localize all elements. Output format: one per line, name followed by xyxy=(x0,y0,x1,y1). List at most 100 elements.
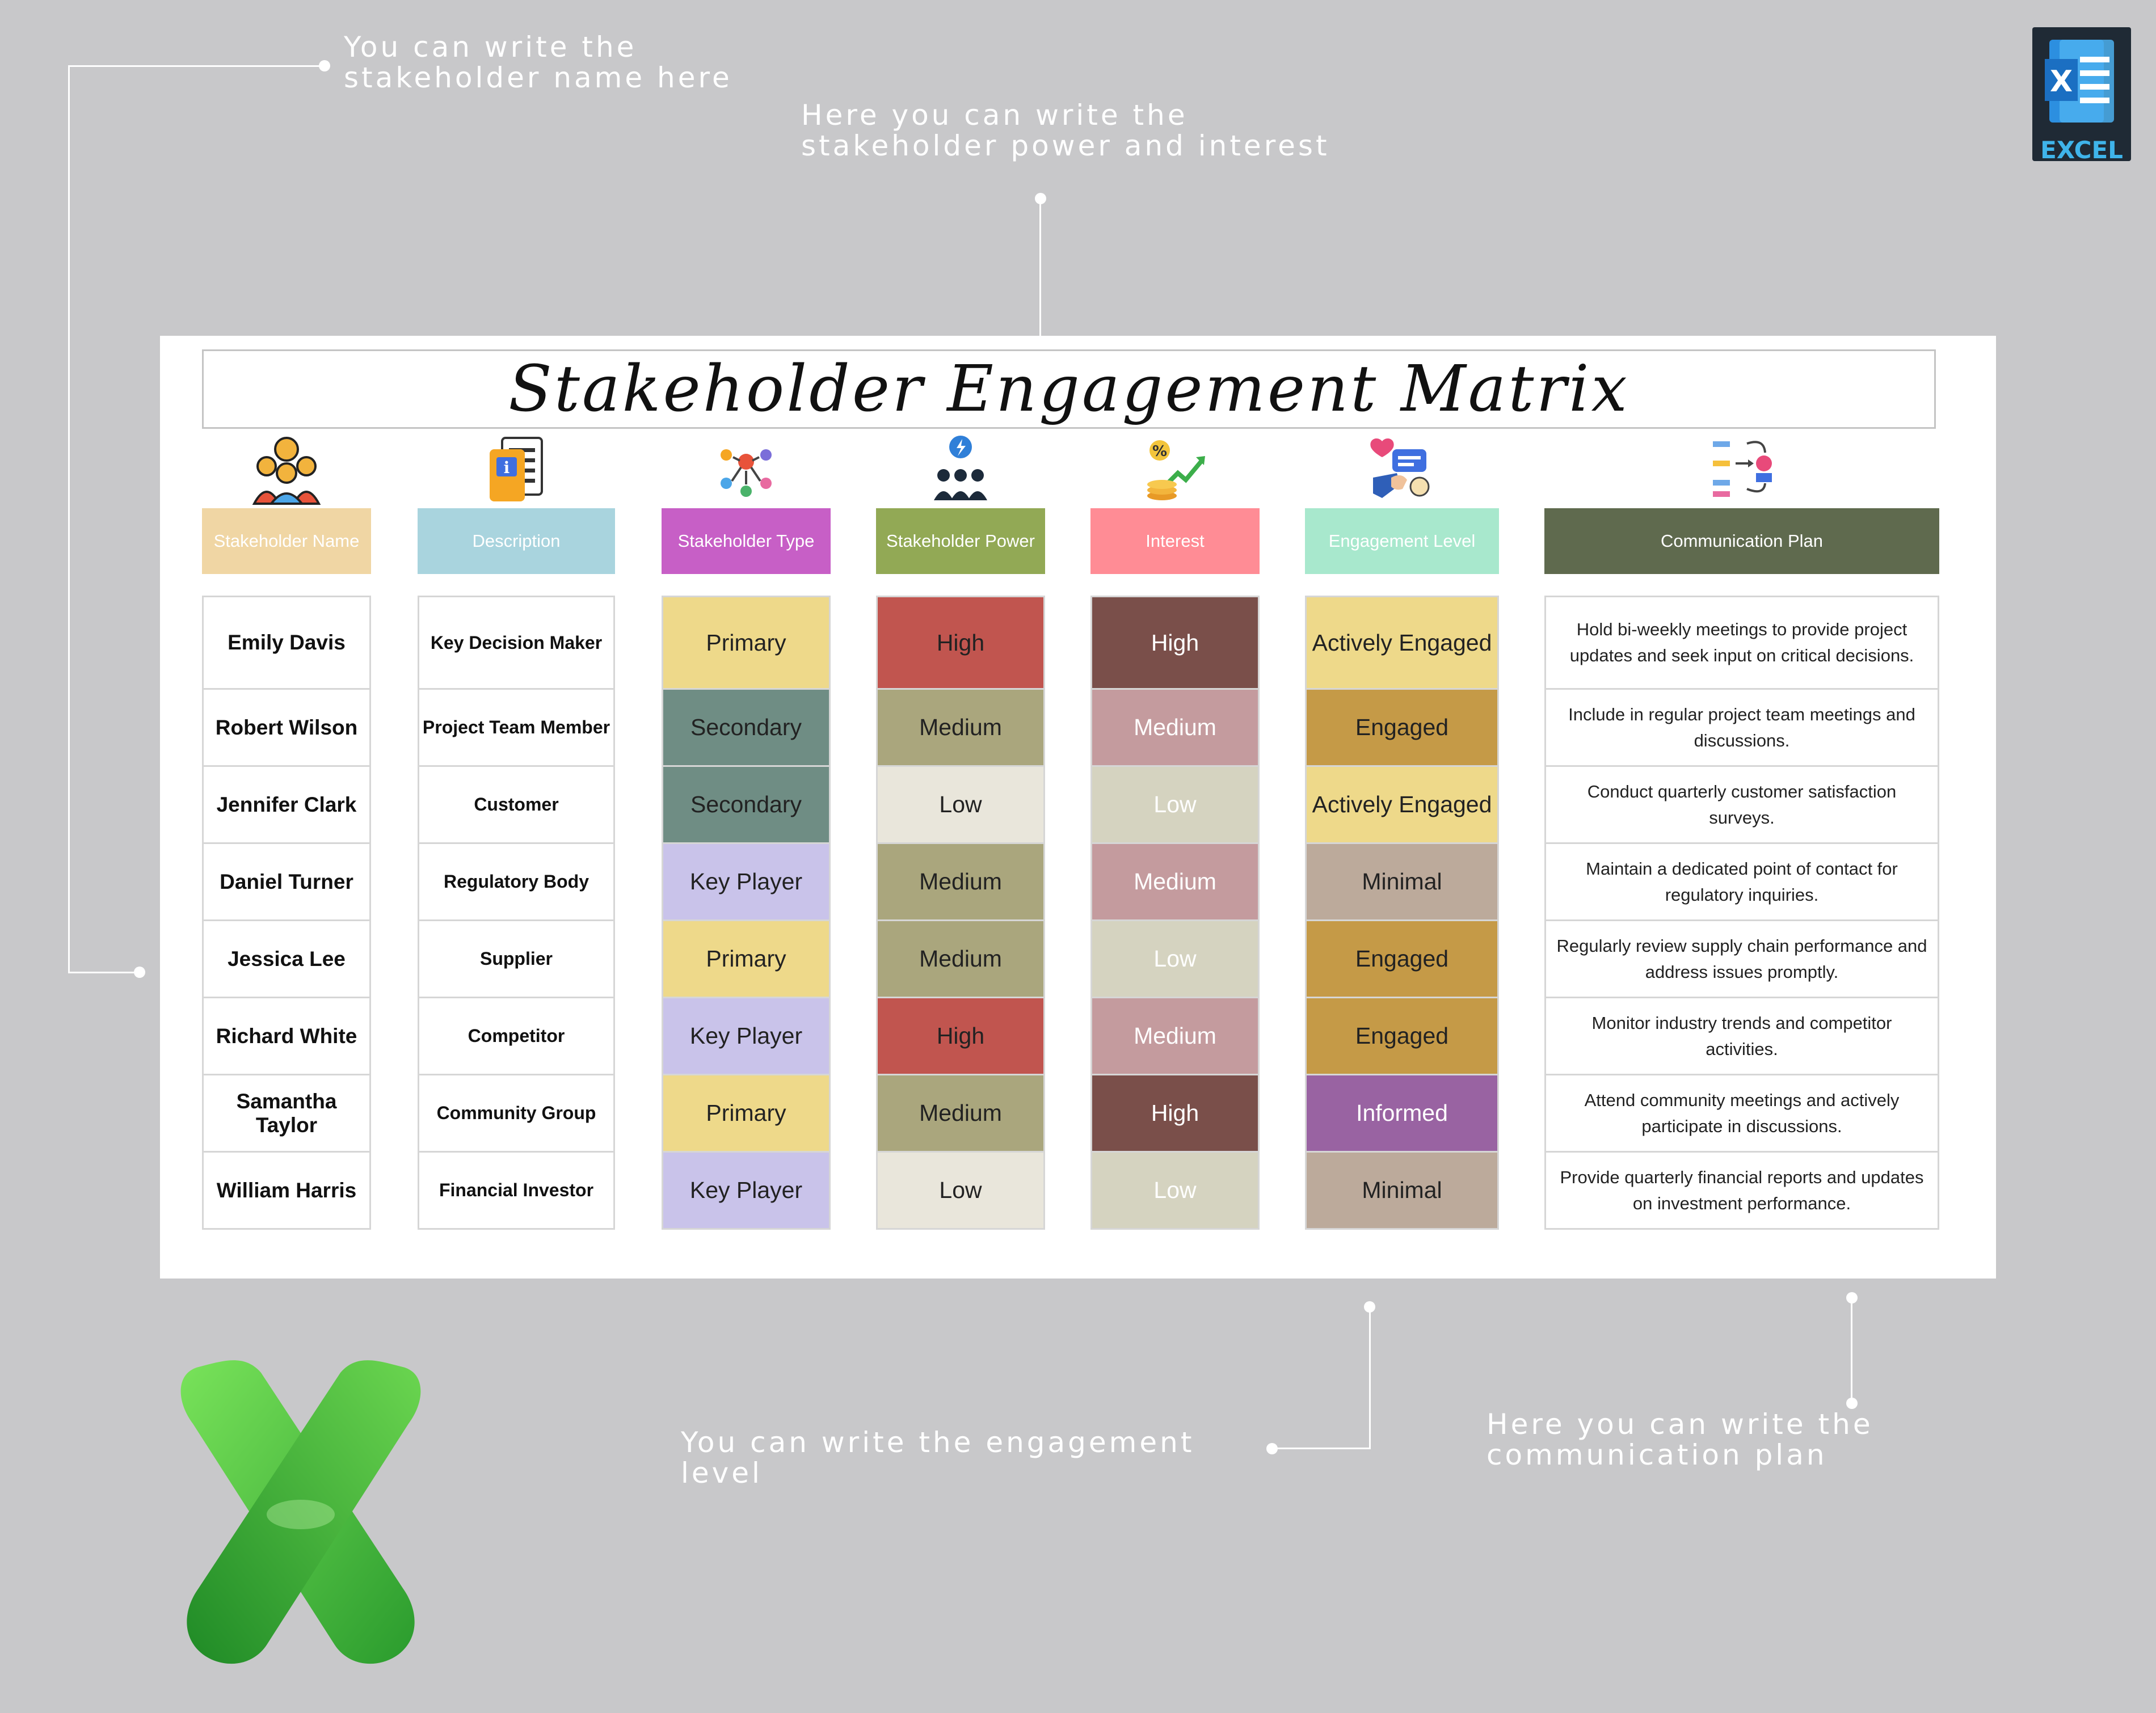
matrix-title: Stakeholder Engagement Matrix xyxy=(202,349,1936,429)
interest-cell[interactable]: Low xyxy=(1090,767,1260,844)
info-document-icon: i xyxy=(418,432,615,506)
power-cell[interactable]: Medium xyxy=(876,921,1045,998)
engagement-cell[interactable]: Minimal xyxy=(1305,844,1499,921)
excel-badge-letter: X xyxy=(2050,65,2073,99)
engagement-cell[interactable]: Engaged xyxy=(1305,998,1499,1075)
interest-cell[interactable]: Medium xyxy=(1090,690,1260,767)
plan-cell[interactable]: Regularly review supply chain performanc… xyxy=(1544,921,1939,998)
engagement-cell[interactable]: Actively Engaged xyxy=(1305,767,1499,844)
power-cell[interactable]: Low xyxy=(876,767,1045,844)
description-cell[interactable]: Project Team Member xyxy=(418,690,615,767)
name-leader-vertical xyxy=(68,65,70,973)
name-cell[interactable]: Robert Wilson xyxy=(202,690,371,767)
type-cell[interactable]: Primary xyxy=(662,596,831,690)
type-cell[interactable]: Key Player xyxy=(662,844,831,921)
plan-cell[interactable]: Conduct quarterly customer satisfaction … xyxy=(1544,767,1939,844)
type-cell[interactable]: Secondary xyxy=(662,767,831,844)
interest-cell[interactable]: Low xyxy=(1090,921,1260,998)
description-cell[interactable]: Regulatory Body xyxy=(418,844,615,921)
svg-text:%: % xyxy=(1152,443,1167,460)
plan-cell[interactable]: Monitor industry trends and competitor a… xyxy=(1544,998,1939,1075)
communication-flow-icon xyxy=(1544,432,1939,506)
power-cell[interactable]: Low xyxy=(876,1153,1045,1230)
interest-cell[interactable]: High xyxy=(1090,1075,1260,1153)
communication-leader xyxy=(1851,1298,1852,1403)
power-cell[interactable]: High xyxy=(876,998,1045,1075)
power-cell[interactable]: Medium xyxy=(876,690,1045,767)
svg-text:i: i xyxy=(504,458,510,477)
engagement-leader-v xyxy=(1369,1306,1371,1449)
plan-cell[interactable]: Include in regular project team meetings… xyxy=(1544,690,1939,767)
name-cell[interactable]: Emily Davis xyxy=(202,596,371,690)
name-cell[interactable]: Jessica Lee xyxy=(202,921,371,998)
excel-x-logo xyxy=(180,1360,421,1664)
power-interest-annotation: Here you can write the stakeholder power… xyxy=(801,99,1330,162)
plan-cells: Hold bi-weekly meetings to provide proje… xyxy=(1544,596,1939,1230)
description-cell[interactable]: Key Decision Maker xyxy=(418,596,615,690)
communication-annotation: Here you can write the communication pla… xyxy=(1487,1408,1873,1471)
type-cell[interactable]: Primary xyxy=(662,921,831,998)
description-cell[interactable]: Competitor xyxy=(418,998,615,1075)
type-cell[interactable]: Primary xyxy=(662,1075,831,1153)
power-cell[interactable]: Medium xyxy=(876,1075,1045,1153)
header-communication-plan: Communication Plan xyxy=(1544,508,1939,574)
engagement-cell[interactable]: Informed xyxy=(1305,1075,1499,1153)
power-cell[interactable]: High xyxy=(876,596,1045,690)
name-leader-top xyxy=(68,65,325,67)
header-stakeholder-type: Stakeholder Type xyxy=(662,508,831,574)
network-icon xyxy=(662,432,831,506)
engagement-chat-icon xyxy=(1305,432,1499,506)
interest-cell[interactable]: High xyxy=(1090,596,1260,690)
plan-cell[interactable]: Attend community meetings and actively p… xyxy=(1544,1075,1939,1153)
engagement-cell[interactable]: Engaged xyxy=(1305,690,1499,767)
header-stakeholder-name: Stakeholder Name xyxy=(202,508,371,574)
excel-badge: X EXCEL xyxy=(2032,27,2131,164)
engagement-cell[interactable]: Engaged xyxy=(1305,921,1499,998)
name-annotation-dot xyxy=(319,60,330,71)
matrix-card: Stakeholder Engagement Matrix Stakeholde… xyxy=(160,336,1996,1279)
name-cell[interactable]: Richard White xyxy=(202,998,371,1075)
engagement-annotation: You can write the engagement level xyxy=(681,1426,1195,1490)
plan-cell[interactable]: Maintain a dedicated point of contact fo… xyxy=(1544,844,1939,921)
excel-doc-icon: X xyxy=(2045,40,2114,123)
people-group-icon xyxy=(202,432,371,506)
name-cell[interactable]: Samantha Taylor xyxy=(202,1075,371,1153)
name-cell[interactable]: William Harris xyxy=(202,1153,371,1230)
type-cell[interactable]: Key Player xyxy=(662,1153,831,1230)
engagement-leader-h xyxy=(1271,1448,1371,1449)
header-interest: Interest xyxy=(1090,508,1260,574)
name-annotation: You can write the stakeholder name here xyxy=(344,31,732,94)
excel-badge-label: EXCEL xyxy=(2040,136,2123,164)
name-leader-dot xyxy=(134,967,145,978)
interest-growth-icon: % xyxy=(1090,432,1260,506)
name-cell[interactable]: Daniel Turner xyxy=(202,844,371,921)
type-cell[interactable]: Secondary xyxy=(662,690,831,767)
name-cell[interactable]: Jennifer Clark xyxy=(202,767,371,844)
engagement-cell[interactable]: Minimal xyxy=(1305,1153,1499,1230)
description-cell[interactable]: Customer xyxy=(418,767,615,844)
header-engagement-level: Engagement Level xyxy=(1305,508,1499,574)
communication-dot-bottom xyxy=(1846,1398,1858,1409)
engagement-cell[interactable]: Actively Engaged xyxy=(1305,596,1499,690)
plan-cell[interactable]: Hold bi-weekly meetings to provide proje… xyxy=(1544,596,1939,690)
type-cell[interactable]: Key Player xyxy=(662,998,831,1075)
power-cell[interactable]: Medium xyxy=(876,844,1045,921)
engagement-dot-top xyxy=(1364,1301,1375,1313)
interest-cell[interactable]: Medium xyxy=(1090,998,1260,1075)
interest-cell[interactable]: Medium xyxy=(1090,844,1260,921)
interest-cell[interactable]: Low xyxy=(1090,1153,1260,1230)
description-cell[interactable]: Financial Investor xyxy=(418,1153,615,1230)
description-cell[interactable]: Supplier xyxy=(418,921,615,998)
plan-cell[interactable]: Provide quarterly financial reports and … xyxy=(1544,1153,1939,1230)
description-cell[interactable]: Community Group xyxy=(418,1075,615,1153)
